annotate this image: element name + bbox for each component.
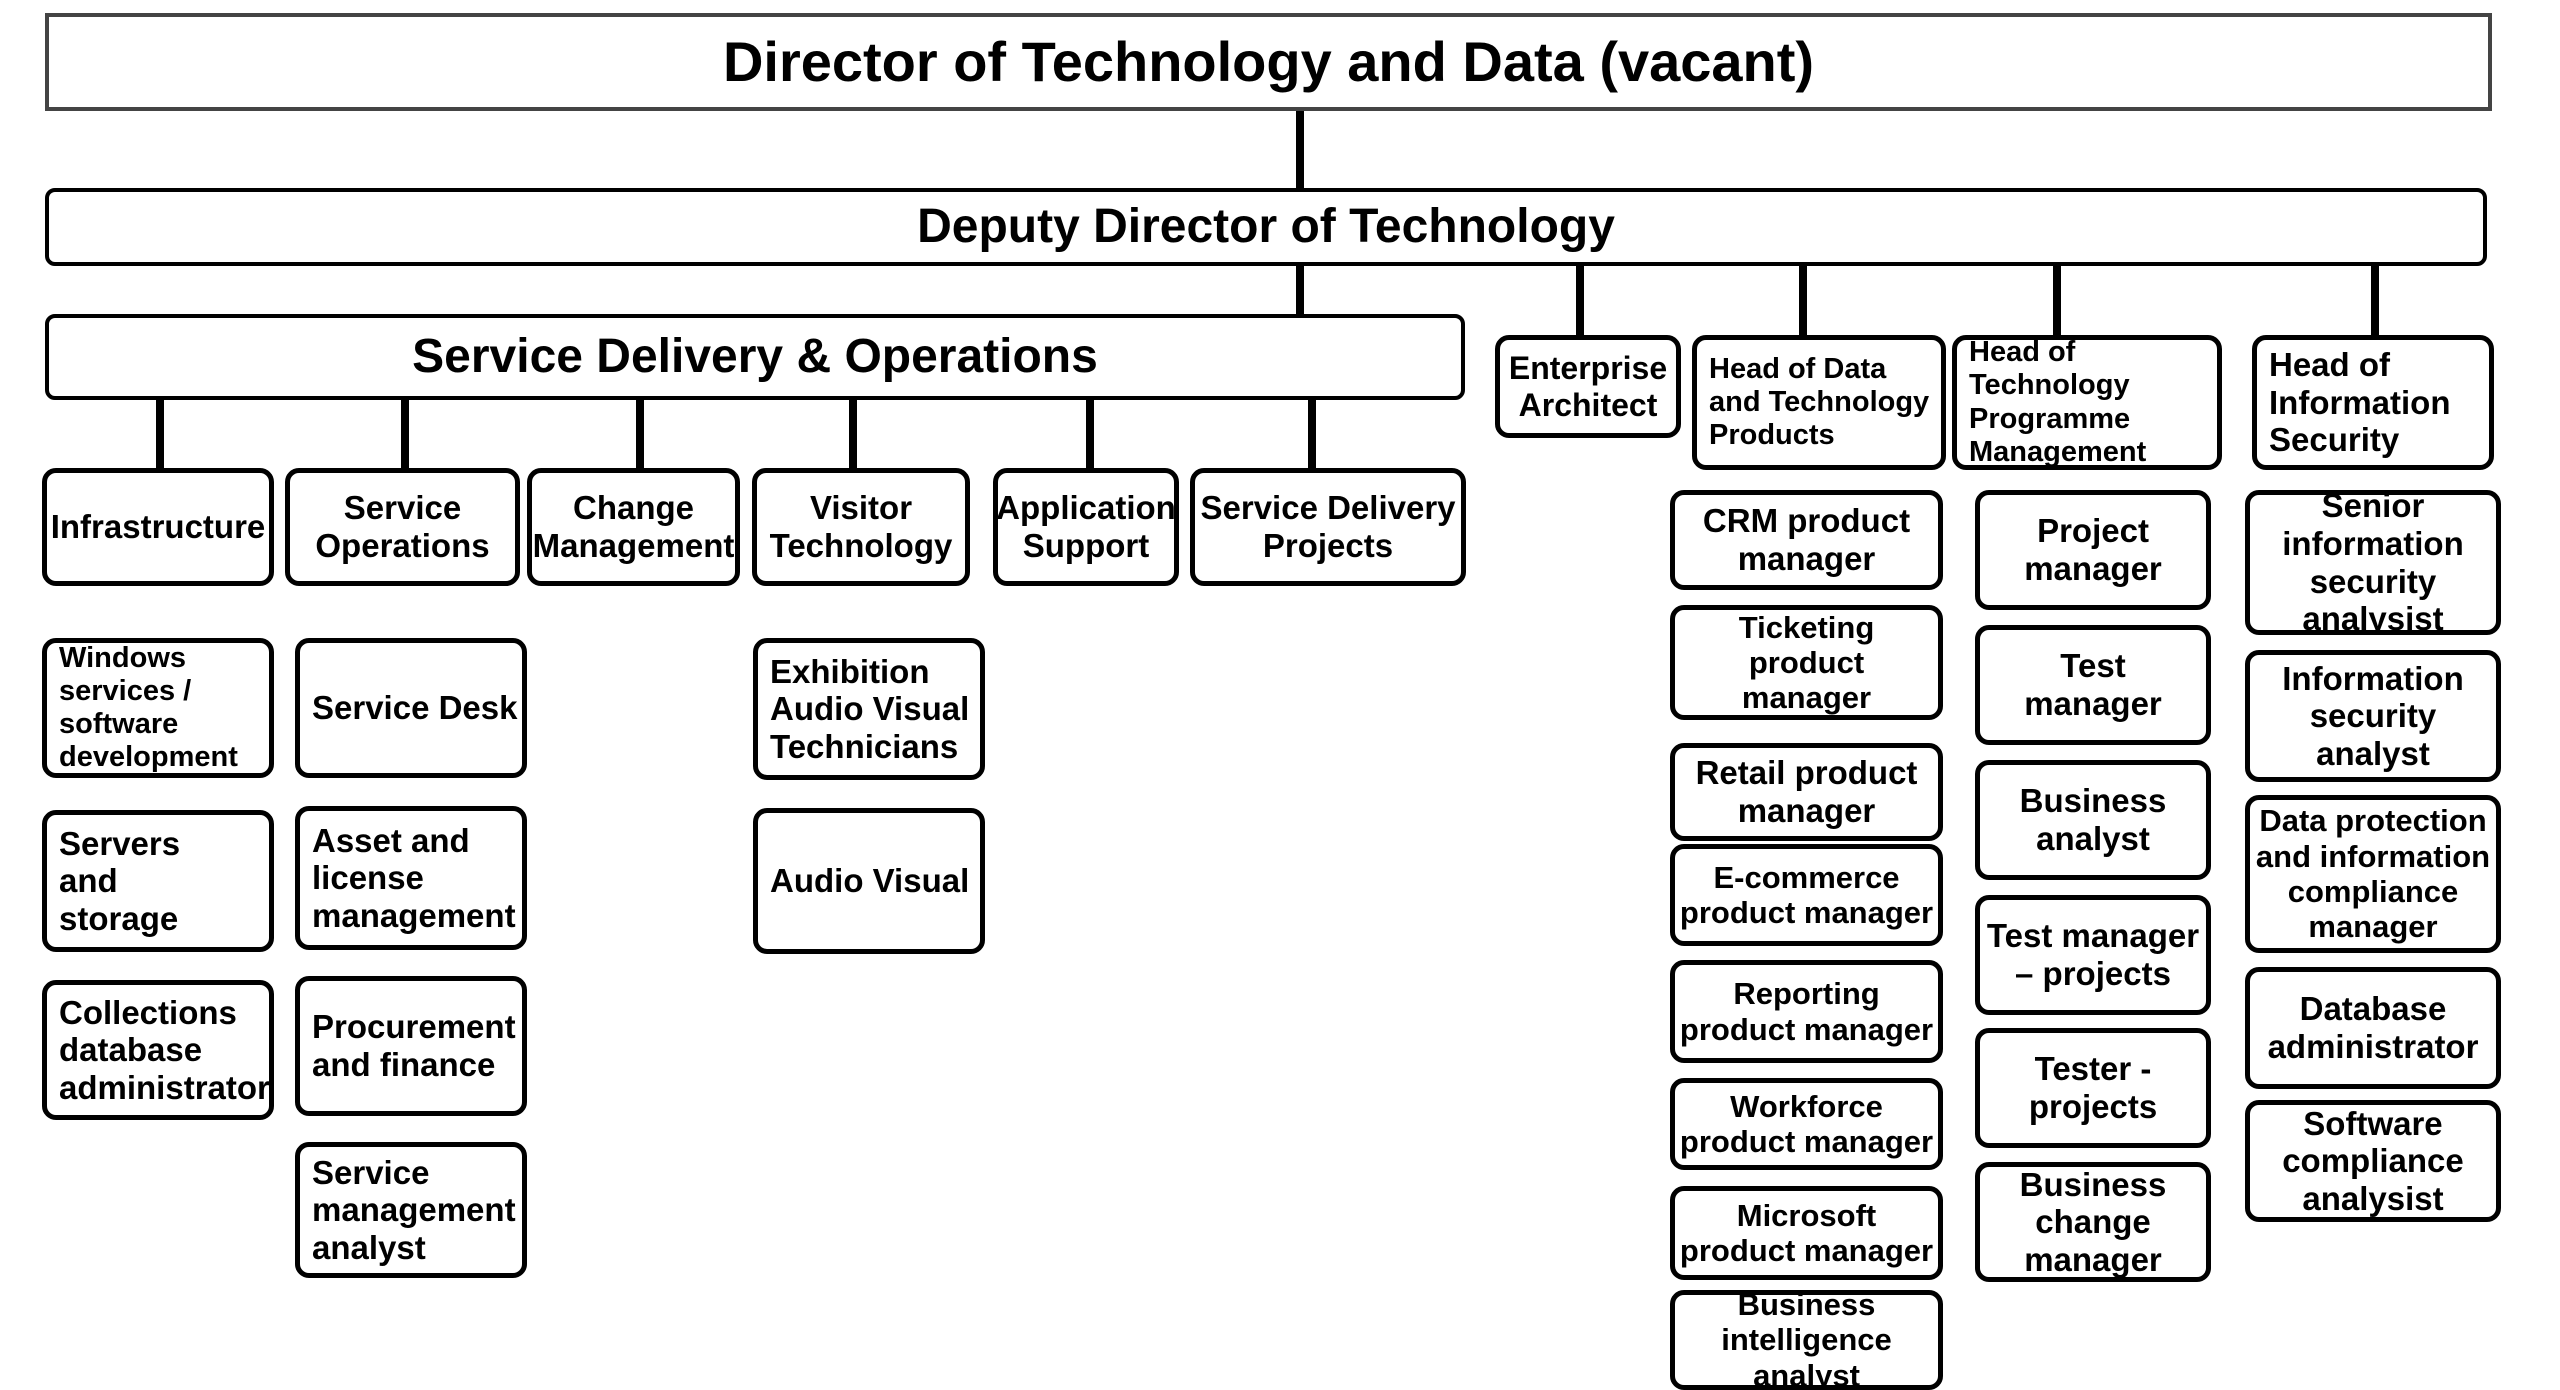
connector-head-programme-management <box>2053 262 2061 338</box>
director-box: Director of Technology and Data (vacant) <box>45 13 2492 111</box>
head-data-technology-products-role-7: Business intelligence analyst <box>1670 1290 1943 1390</box>
team-service-delivery-projects: Service Delivery Projects <box>1190 468 1466 586</box>
role-infrastructure-1: Servers and storage <box>42 810 274 952</box>
role-infrastructure-2: Collections database administrator <box>42 980 274 1120</box>
role-visitor-technology-0: Exhibition Audio Visual Technicians <box>753 638 985 780</box>
connector-head-data-products <box>1799 262 1807 338</box>
head-information-security-role-0: Senior information security analysist <box>2245 490 2501 635</box>
role-infrastructure-0: Windows services / software development <box>42 638 274 778</box>
head-data-technology-products-role-6: Microsoft product manager <box>1670 1186 1943 1280</box>
connector-service-operations <box>401 396 409 472</box>
head-data-technology-products-role-0: CRM product manager <box>1670 490 1943 590</box>
head-data-technology-products: Head of Data and Technology Products <box>1692 335 1946 470</box>
head-data-technology-products-role-4: Reporting product manager <box>1670 960 1943 1063</box>
connector-change-management <box>636 396 644 472</box>
head-information-security-role-4: Software compliance analysist <box>2245 1100 2501 1222</box>
head-technology-programme-management-role-0: Project manager <box>1975 490 2211 610</box>
head-information-security-role-2: Data protection and information complian… <box>2245 795 2501 953</box>
head-data-technology-products-role-5: Workforce product manager <box>1670 1078 1943 1170</box>
connector-application-support <box>1086 396 1094 472</box>
head-information-security-role-3: Database administrator <box>2245 967 2501 1089</box>
connector-infrastructure <box>156 396 164 472</box>
connector-service-delivery-projects <box>1308 396 1316 472</box>
connector-enterprise-architect <box>1576 262 1584 338</box>
head-technology-programme-management-role-1: Test manager <box>1975 625 2211 745</box>
connector-head-information-security <box>2371 262 2379 338</box>
head-technology-programme-management-role-3: Test manager – projects <box>1975 895 2211 1015</box>
team-change-management: Change Management <box>527 468 740 586</box>
enterprise-architect-box: Enterprise Architect <box>1495 335 1681 438</box>
head-technology-programme-management-role-4: Tester - projects <box>1975 1028 2211 1148</box>
head-data-technology-products-role-3: E-commerce product manager <box>1670 844 1943 946</box>
role-service-operations-0: Service Desk <box>295 638 527 778</box>
head-data-technology-products-role-1: Ticketing product manager <box>1670 605 1943 720</box>
head-technology-programme-management-role-5: Business change manager <box>1975 1162 2211 1282</box>
team-infrastructure: Infrastructure <box>42 468 274 586</box>
team-application-support: Application Support <box>993 468 1179 586</box>
head-data-technology-products-role-2: Retail product manager <box>1670 743 1943 841</box>
connector-director-deputy <box>1296 108 1304 192</box>
head-information-security-role-1: Information security analyst <box>2245 650 2501 782</box>
role-visitor-technology-1: Audio Visual <box>753 808 985 954</box>
service-delivery-box: Service Delivery & Operations <box>45 314 1465 400</box>
team-service-operations: Service Operations <box>285 468 520 586</box>
head-information-security: Head of Information Security <box>2252 335 2494 470</box>
role-service-operations-3: Service management analyst <box>295 1142 527 1278</box>
role-service-operations-1: Asset and license management <box>295 806 527 950</box>
head-technology-programme-management-role-2: Business analyst <box>1975 760 2211 880</box>
role-service-operations-2: Procurement and finance <box>295 976 527 1116</box>
deputy-director-box: Deputy Director of Technology <box>45 188 2487 266</box>
connector-deputy-service-delivery <box>1296 262 1304 318</box>
head-technology-programme-management: Head of Technology Programme Management <box>1952 335 2222 470</box>
team-visitor-technology: Visitor Technology <box>752 468 970 586</box>
connector-visitor-technology <box>849 396 857 472</box>
